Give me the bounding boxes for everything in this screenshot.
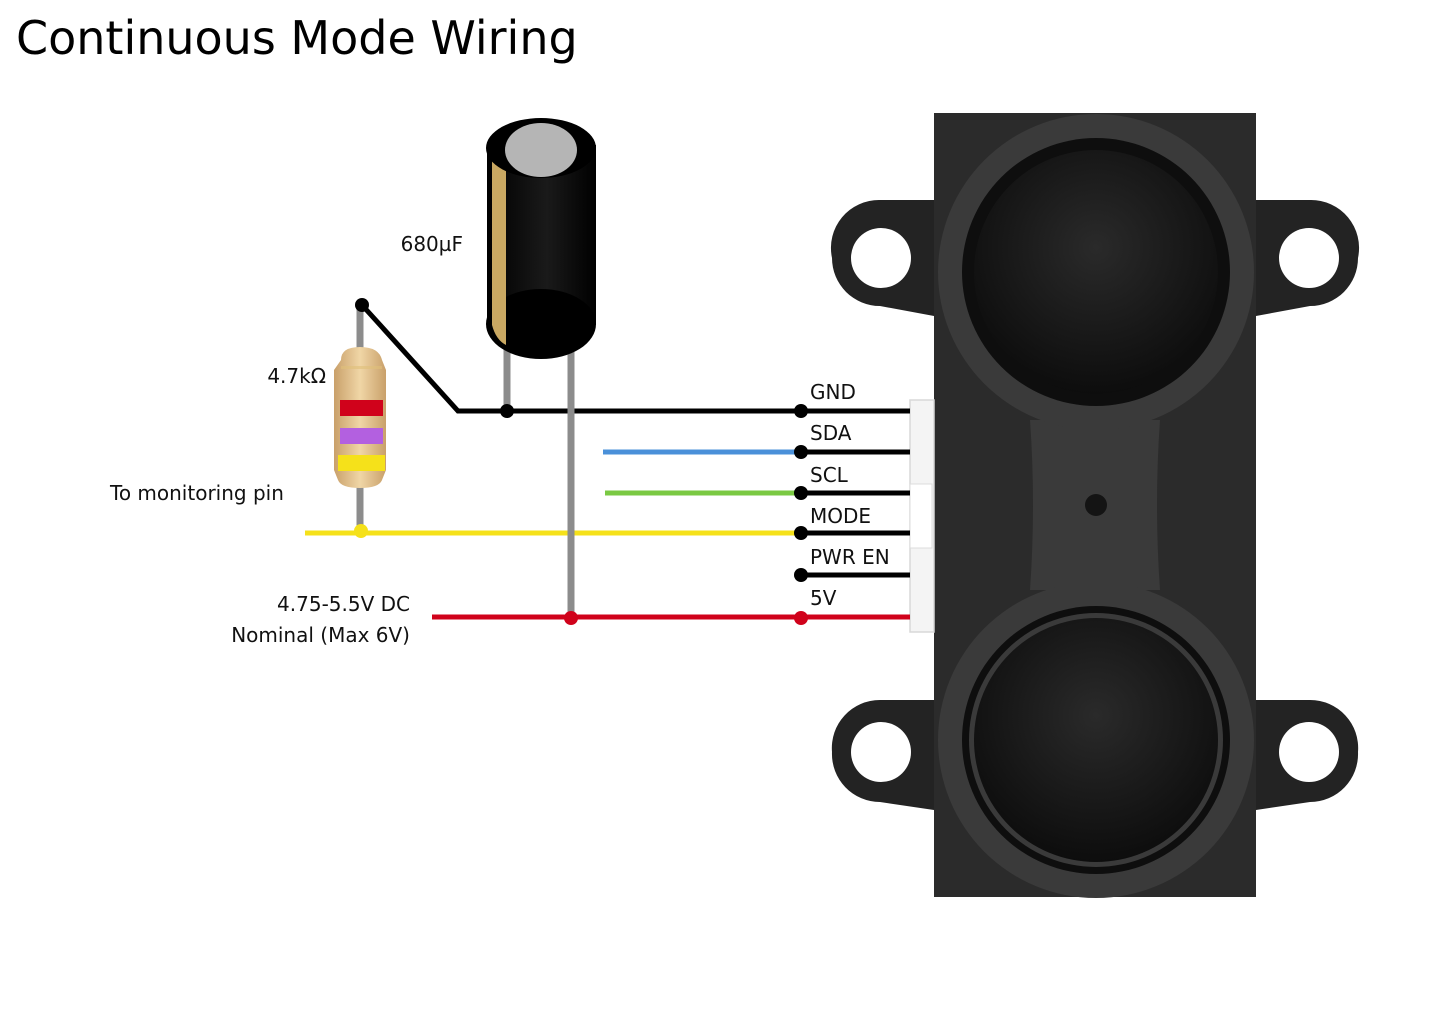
gnd-wire xyxy=(360,303,910,414)
pwr-en-pin-dot xyxy=(794,568,808,582)
resistor-band-3 xyxy=(338,455,385,471)
capacitor-gnd-junction xyxy=(500,404,514,418)
pin-label-5v: 5V xyxy=(810,586,837,610)
capacitor-polarity-stripe xyxy=(492,150,506,345)
power-label-line1: 4.75-5.5V DC xyxy=(277,592,410,616)
connector-latch xyxy=(909,483,933,549)
scl-pin-dot xyxy=(794,486,808,500)
transmitter-lens xyxy=(938,114,1254,430)
monitoring-label: To monitoring pin xyxy=(109,481,284,505)
capacitor xyxy=(486,118,596,617)
resistor-top-node xyxy=(355,298,369,312)
mounting-ear-top-left xyxy=(830,199,934,316)
pin-label-mode: MODE xyxy=(810,504,871,528)
pin-label-gnd: GND xyxy=(810,380,856,404)
mounting-ear-top-right xyxy=(1256,199,1360,316)
sda-pin-dot xyxy=(794,445,808,459)
gnd-pin-dot xyxy=(794,404,808,418)
mounting-ear-bottom-left xyxy=(831,699,934,810)
resistor-band-1 xyxy=(340,400,383,416)
pin-label-scl: SCL xyxy=(810,463,849,487)
resistor xyxy=(334,305,386,533)
power-label-line2: Nominal (Max 6V) xyxy=(231,623,410,647)
mode-junction xyxy=(354,524,368,538)
lidar-sensor-module xyxy=(830,113,1360,898)
capacitor-label: 680µF xyxy=(401,232,463,256)
receiver-lens xyxy=(938,582,1254,898)
mode-pin-dot xyxy=(794,526,808,540)
resistor-band-2 xyxy=(340,428,383,444)
power-pin-dot xyxy=(794,611,808,625)
pin-label-sda: SDA xyxy=(810,421,852,445)
pin-label-pwr-en: PWR EN xyxy=(810,545,890,569)
mounting-ear-bottom-right xyxy=(1256,699,1359,810)
power-junction xyxy=(564,611,578,625)
status-led xyxy=(1085,494,1107,516)
resistor-label: 4.7kΩ xyxy=(267,364,326,388)
page-title: Continuous Mode Wiring xyxy=(16,11,578,65)
